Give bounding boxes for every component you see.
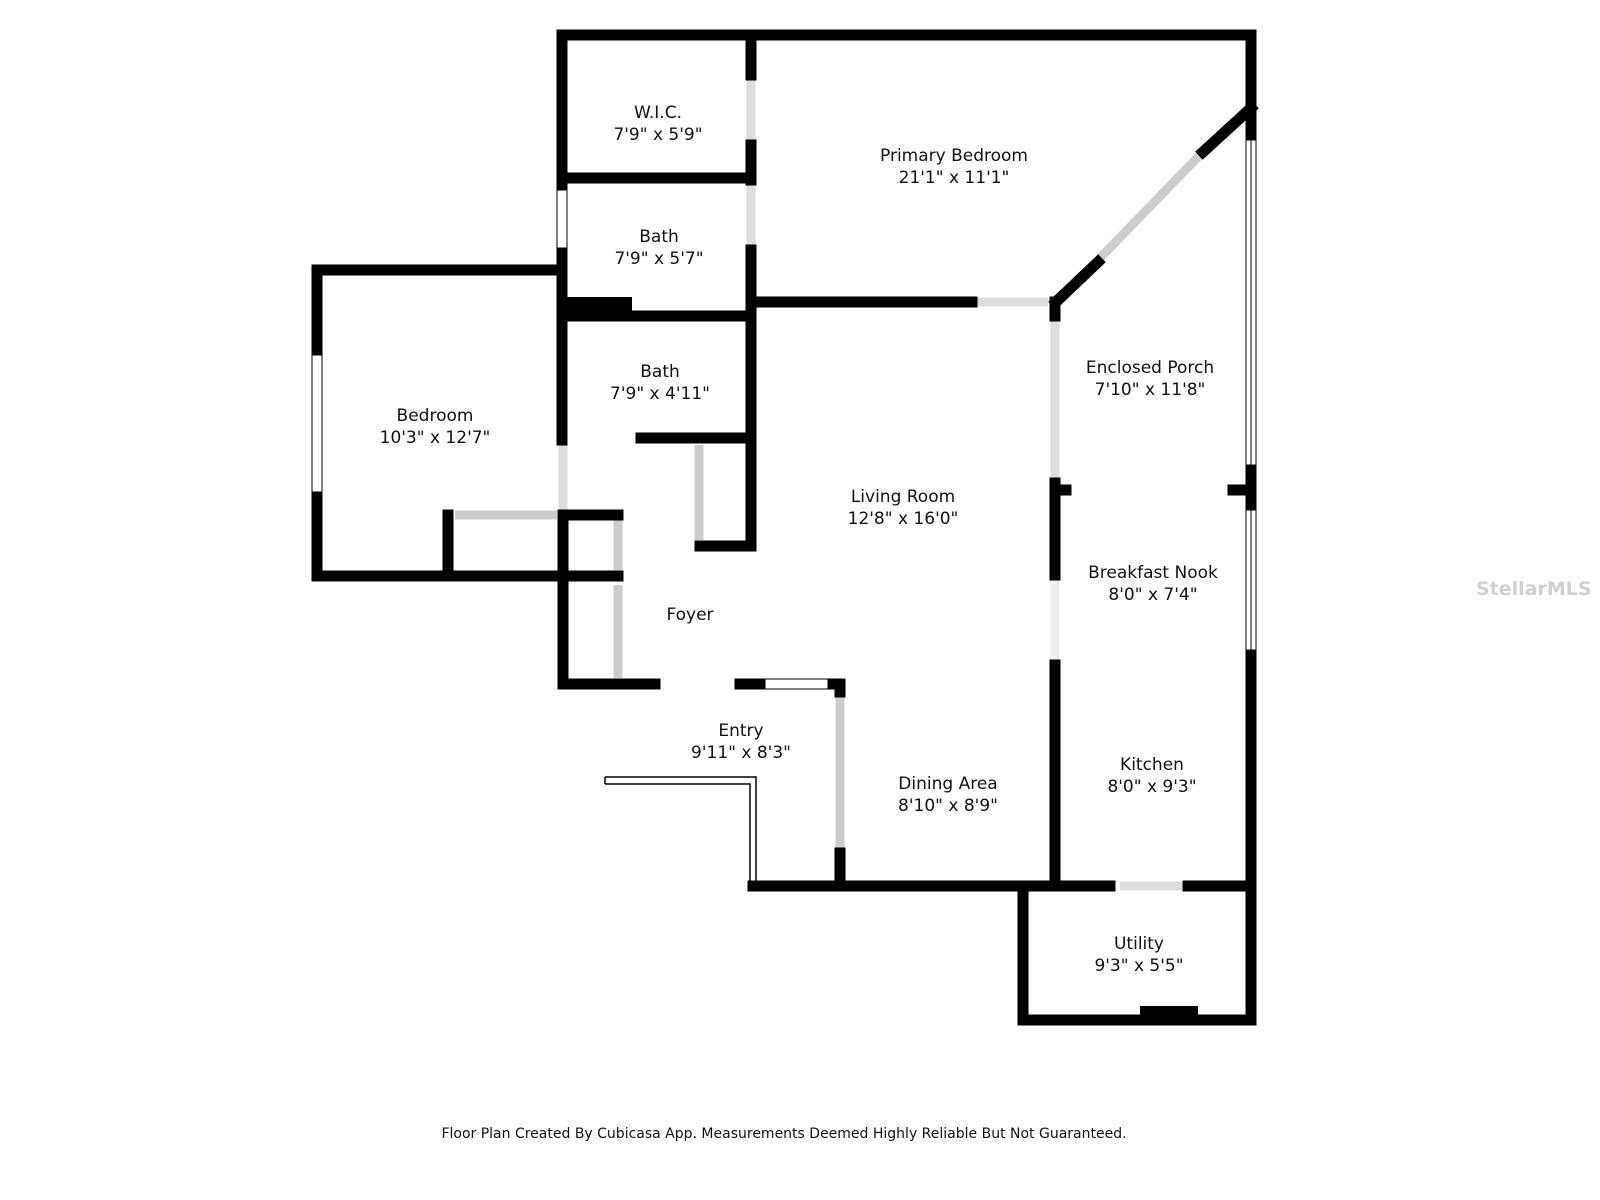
room-name: Bath (640, 362, 680, 382)
room-name: Kitchen (1120, 755, 1184, 775)
entry-railing (604, 776, 757, 884)
room-dims: 7'9" x 5'7" (614, 249, 704, 269)
watermark: StellarMLS (1476, 578, 1592, 600)
room-wic: W.I.C.7'9" x 5'9" (613, 102, 702, 146)
room-dims: 7'9" x 4'11" (610, 384, 710, 404)
room-name: W.I.C. (634, 103, 682, 123)
footer-disclaimer: Floor Plan Created By Cubicasa App. Meas… (441, 1126, 1127, 1142)
room-name: Bath (639, 227, 679, 247)
room-name: Primary Bedroom (880, 146, 1028, 166)
room-dims: 8'0" x 7'4" (1108, 585, 1198, 605)
room-name: Dining Area (898, 774, 998, 794)
room-dims: 8'0" x 9'3" (1107, 777, 1197, 797)
room-name: Enclosed Porch (1085, 358, 1215, 378)
walls (311, 29, 1259, 1026)
room-dims: 10'3" x 12'7" (379, 428, 491, 448)
bath-fixture-block (567, 297, 632, 317)
room-name: Foyer (666, 605, 714, 625)
room-dims: 7'10" x 11'8" (1094, 380, 1206, 400)
room-name: Bedroom (396, 406, 474, 426)
room-foyer: Foyer (666, 604, 713, 626)
room-name: Breakfast Nook (1088, 563, 1218, 583)
room-name: Utility (1113, 934, 1164, 954)
room-dims: 12'8" x 16'0" (847, 509, 959, 529)
room-dims: 21'1" x 11'1" (898, 168, 1010, 188)
room-dims: 7'9" x 5'9" (613, 125, 703, 145)
room-dims: 9'3" x 5'5" (1094, 956, 1184, 976)
room-name: Entry (718, 721, 764, 741)
room-dims: 8'10" x 8'9" (898, 796, 998, 816)
room-name: Living Room (850, 487, 956, 507)
room-dims: 9'11" x 8'3" (691, 743, 791, 763)
windows (311, 80, 1257, 891)
utility-fixture-block (1140, 1006, 1198, 1020)
